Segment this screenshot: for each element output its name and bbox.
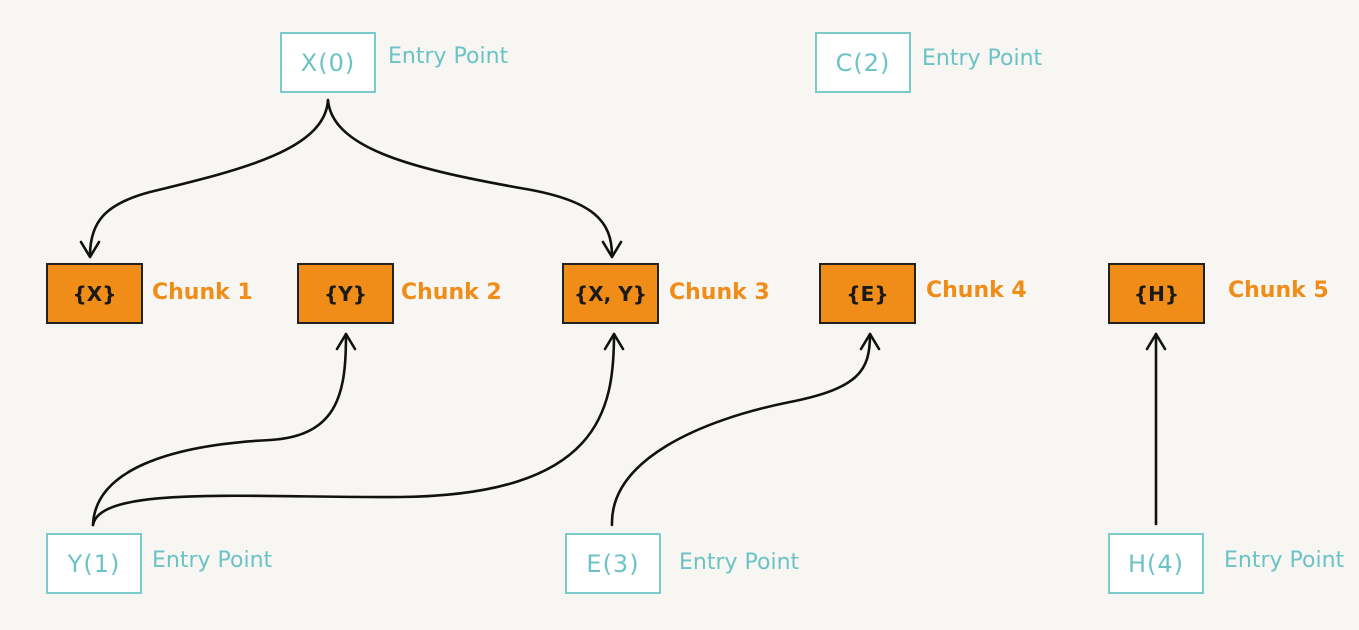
chunk-box-2: {Y} [297, 263, 394, 324]
entry-box-x: X(0) [280, 32, 376, 93]
entry-box-y: Y(1) [46, 533, 142, 594]
arrowhead-chunk-5 [1145, 332, 1167, 351]
edge-x-to-chunk-3 [326, 98, 614, 258]
edge-y-to-chunk-2 [91, 332, 348, 527]
entry-label-y: Entry Point [152, 548, 273, 573]
arrowhead-chunk-4 [859, 332, 881, 351]
entry-label-x: Entry Point [388, 44, 509, 69]
arrowhead-chunk-3-top [601, 240, 623, 259]
chunk-label-3: Chunk 3 [669, 280, 770, 305]
chunk-label-1: Chunk 1 [152, 280, 253, 305]
arrowhead-chunk-2 [335, 332, 357, 351]
chunk-box-5: {H} [1108, 263, 1205, 324]
chunk-box-1: {X} [46, 263, 143, 324]
entry-label-c: Entry Point [922, 46, 1043, 71]
entry-box-e: E(3) [565, 533, 661, 594]
entry-label-e: Entry Point [679, 550, 800, 575]
edge-e-to-chunk-4 [610, 332, 872, 527]
entry-label-h: Entry Point [1224, 548, 1345, 573]
entry-box-h: H(4) [1108, 533, 1204, 594]
arrowhead-chunk-1 [79, 240, 101, 259]
edge-x-to-chunk-1 [88, 98, 330, 258]
chunk-label-5: Chunk 5 [1228, 278, 1329, 303]
chunk-box-4: {E} [819, 263, 916, 324]
chunk-label-2: Chunk 2 [401, 280, 502, 305]
entry-box-c: C(2) [815, 32, 911, 93]
chunk-box-3: {X, Y} [562, 263, 659, 324]
chunk-label-4: Chunk 4 [926, 278, 1027, 303]
arrowhead-chunk-3-bottom [603, 332, 625, 351]
edge-y-to-chunk-3 [91, 332, 616, 527]
